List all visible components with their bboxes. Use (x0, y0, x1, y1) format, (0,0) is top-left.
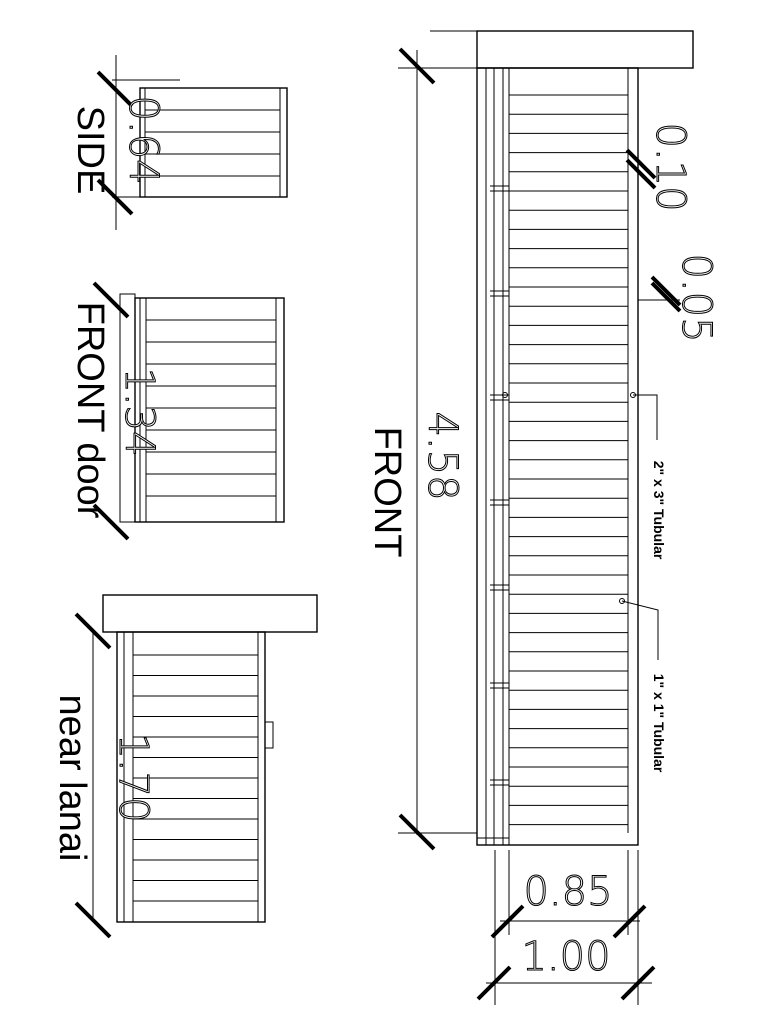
dim-tick (92, 503, 130, 541)
post-note: 2" x 3" Tubular (651, 461, 667, 560)
front-picket-marker (619, 598, 625, 604)
dim-tick (490, 904, 525, 939)
side-view: 0.64 SIDE (69, 55, 288, 230)
dim-tick (620, 965, 656, 1001)
near-lanai-railing-frame (116, 631, 266, 923)
dim-tick (625, 148, 657, 180)
front-door-post (119, 293, 136, 523)
front-wall-block (476, 30, 694, 69)
near-lanai-connector (264, 721, 274, 749)
side-view-title: SIDE (69, 106, 111, 195)
inner-height-dimension: 0.85 (523, 869, 612, 915)
near-lanai-view: 1.70 near lanai (51, 594, 318, 939)
front-door-length-dimension: 1.34 (116, 367, 162, 456)
front-base-plate (476, 837, 510, 846)
picket-leader (621, 600, 659, 660)
dim-tick (96, 70, 134, 108)
front-railing-frame (476, 67, 639, 846)
dim-tick (96, 178, 134, 216)
dim-tick (92, 281, 130, 319)
front-door-view-title: FRONT door (69, 302, 111, 519)
outer-height-dimension: 1.00 (521, 934, 610, 980)
front-length-dimension: 4.58 (419, 411, 465, 500)
rail-gap-dimension: 0.05 (673, 253, 719, 342)
front-view: 4.58 FRONT 0.10 0.05 2" x 3" Tubular 1" … (366, 30, 720, 1005)
dim-tick (74, 901, 112, 939)
front-posts (490, 185, 509, 786)
near-lanai-view-title: near lanai (51, 695, 93, 862)
front-post-marker (502, 392, 508, 398)
dim-tick (650, 281, 682, 313)
lanai-wall-block (102, 594, 318, 633)
dim-tick (612, 904, 647, 939)
post-spacing-dimension: 0.10 (647, 122, 693, 211)
near-lanai-length-dimension: 1.70 (110, 733, 156, 822)
side-length-dimension: 0.64 (120, 95, 166, 184)
side-pickets (145, 109, 280, 177)
front-door-pickets (146, 319, 276, 497)
dim-tick (74, 612, 112, 650)
dim-tick (398, 47, 436, 85)
front-door-view: 1.34 FRONT door (69, 281, 285, 541)
picket-note: 1" x 1" Tubular (651, 674, 667, 773)
dim-tick (398, 813, 436, 851)
post-leader (633, 394, 658, 440)
side-railing-frame (139, 87, 288, 198)
front-view-title: FRONT (366, 427, 408, 558)
dim-tick (625, 158, 657, 190)
dim-tick (476, 965, 512, 1001)
front-pickets (509, 94, 628, 826)
near-lanai-pickets (133, 654, 258, 902)
